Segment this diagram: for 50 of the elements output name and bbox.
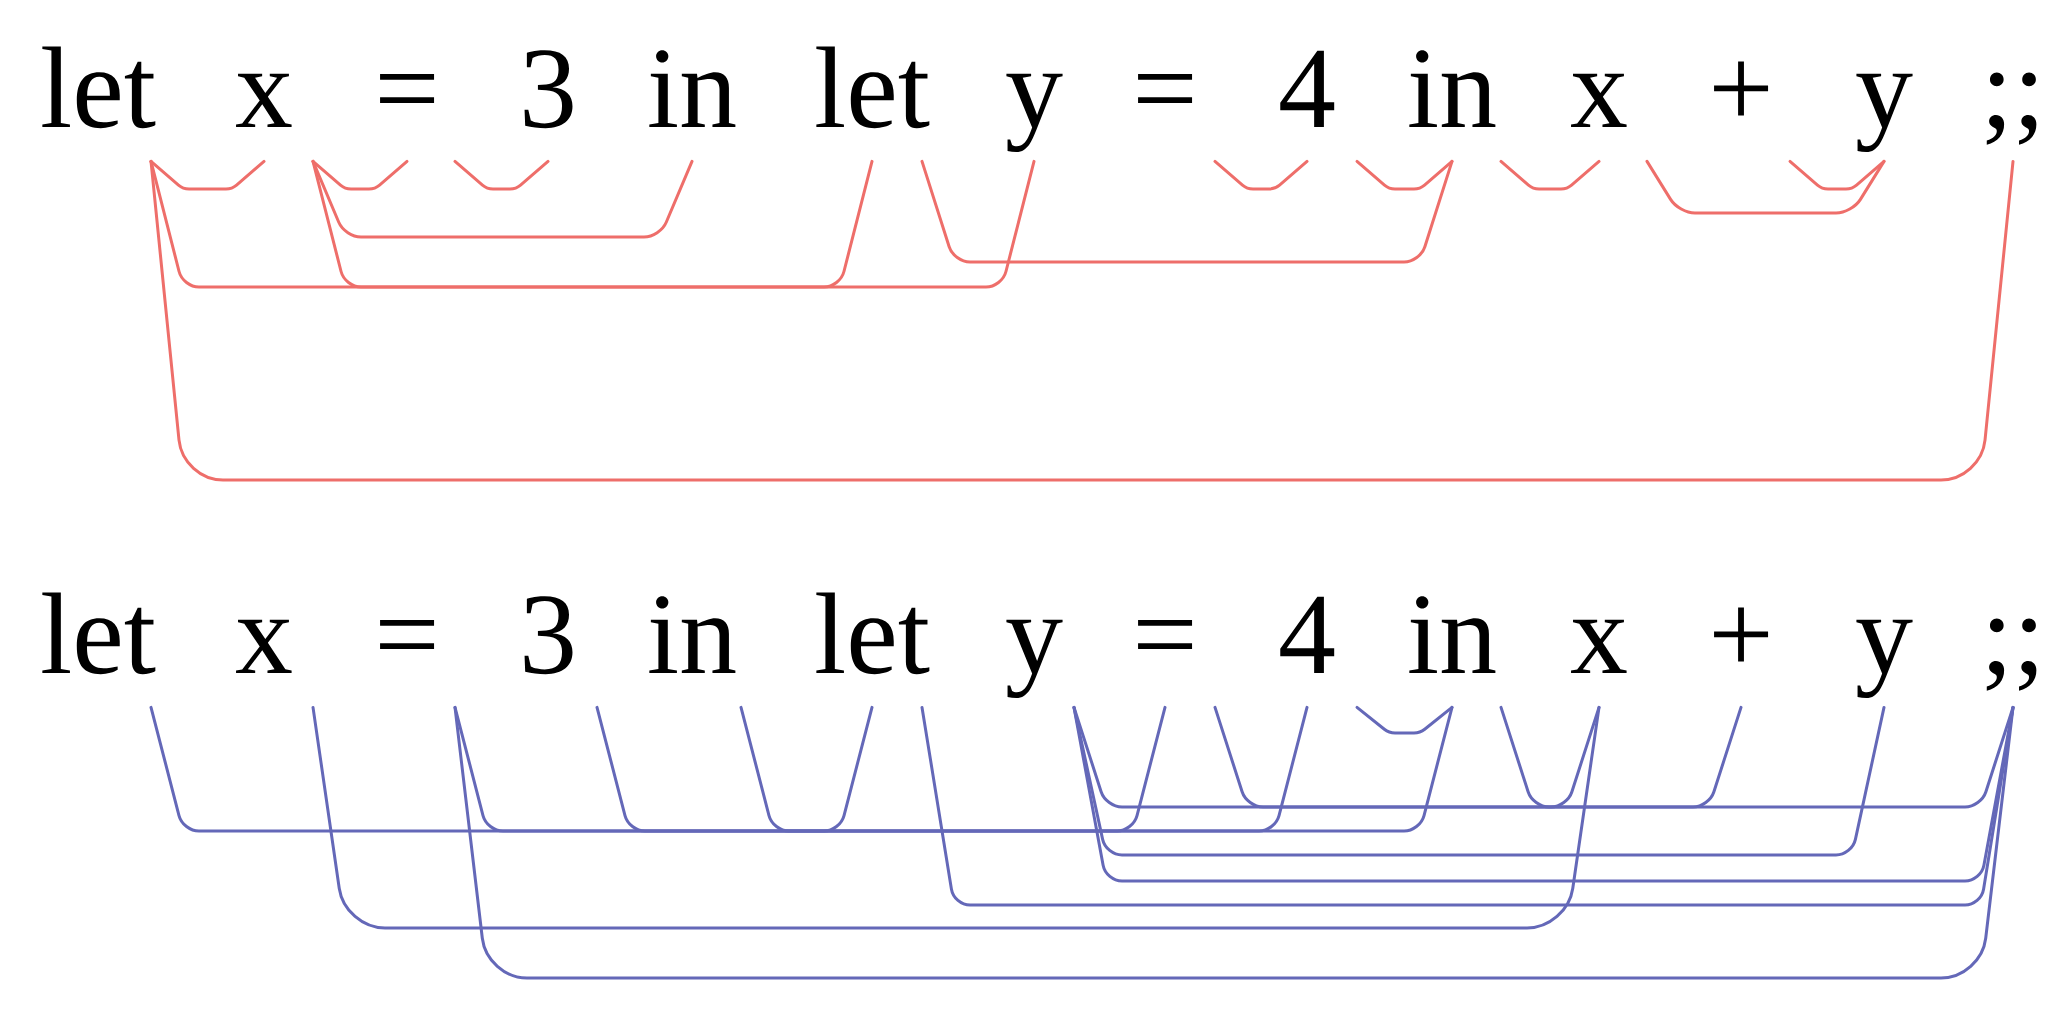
token: let [42, 592, 156, 675]
token: = [1138, 620, 1193, 649]
token: x [236, 619, 292, 673]
bracket-line [453, 159, 550, 191]
token: 3 [524, 596, 573, 675]
bracket-line [311, 705, 1601, 930]
token: x [1571, 73, 1627, 127]
bracket-line [1788, 159, 1886, 191]
token: y [1006, 619, 1063, 699]
token: x [236, 73, 292, 127]
bracket-line [739, 705, 874, 833]
token: let [816, 46, 930, 129]
token: = [380, 74, 435, 103]
bracket-line [595, 705, 1167, 833]
bracket-line [453, 705, 2015, 980]
bracket-line [1645, 159, 1886, 215]
token: 4 [1280, 596, 1335, 673]
bracket-line [1072, 705, 1886, 857]
token: in [649, 596, 736, 673]
bracket-line [149, 705, 1454, 833]
bracket-line [1213, 705, 2015, 809]
bracket-line [1355, 159, 1454, 191]
bracket-line [920, 159, 1454, 264]
bracket-line [453, 705, 1309, 833]
token: = [1138, 74, 1193, 103]
token: y [1856, 619, 1913, 699]
token: 4 [1280, 50, 1335, 127]
bracket-line [1213, 159, 1309, 191]
bracket-line [920, 705, 2015, 907]
token: in [1409, 50, 1496, 127]
token: let [42, 46, 156, 129]
token: = [380, 620, 435, 649]
token: y [1006, 73, 1063, 153]
token: ;; [1986, 618, 2037, 691]
bracket-line [311, 159, 1036, 289]
token: in [1409, 596, 1496, 673]
bracket-line [1499, 705, 1601, 809]
token: x [1571, 619, 1627, 673]
token: y [1856, 73, 1913, 153]
bracket-line [149, 159, 2015, 482]
token: + [1714, 607, 1769, 662]
token: let [816, 592, 930, 675]
token: + [1714, 61, 1769, 116]
token: 3 [524, 50, 573, 129]
token: ;; [1986, 72, 2037, 145]
bracket-line [1355, 705, 1454, 735]
token: in [649, 50, 736, 127]
bracket-line [1499, 159, 1601, 191]
bracket-line [149, 159, 874, 289]
bracket-line [1072, 705, 1743, 809]
